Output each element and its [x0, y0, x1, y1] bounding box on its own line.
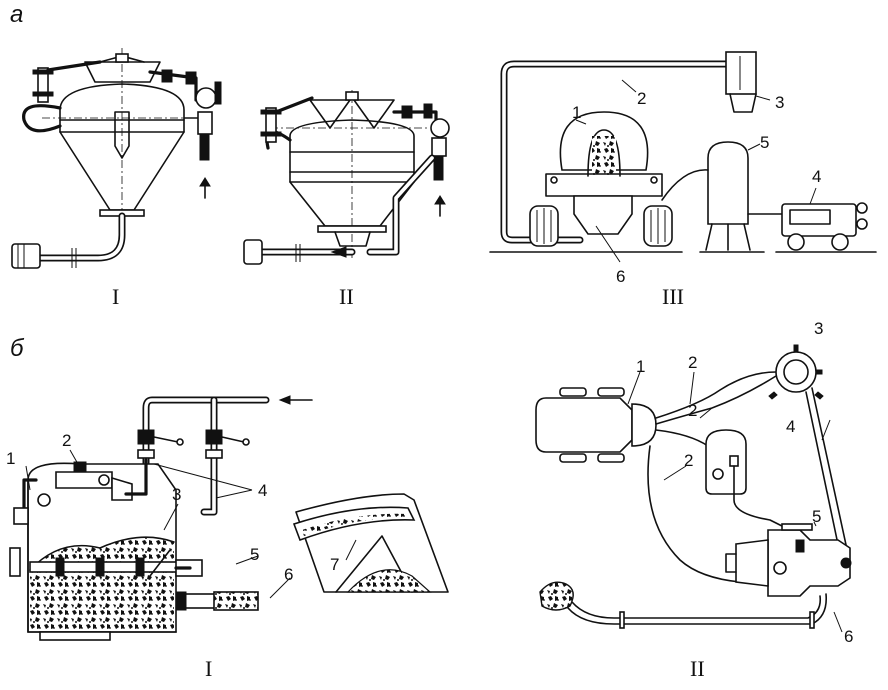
caption-a-II: II: [339, 284, 354, 309]
section-label-b: б: [10, 335, 25, 362]
wheel-right: [643, 205, 673, 247]
callout-bII-3: 3: [814, 319, 823, 338]
callout-bI-3: 3: [172, 485, 181, 504]
plan-layout-II: [535, 344, 852, 633]
caption-b-II: II: [690, 656, 705, 681]
callout-a-2: 2: [637, 89, 646, 108]
callout-bI-6: 6: [284, 565, 293, 584]
mixer-pump-I: [9, 395, 449, 641]
caption-a-I: I: [112, 284, 119, 309]
hopper-pump-II: [243, 90, 450, 265]
callout-bI-5: 5: [250, 545, 259, 564]
callout-bII-2c: 2: [684, 451, 693, 470]
callout-a-3: 3: [775, 93, 784, 112]
callout-a-6: 6: [616, 267, 625, 286]
callout-bII-2a: 2: [688, 353, 697, 372]
callout-a-5: 5: [760, 133, 769, 152]
hopper-pump-I: [11, 48, 222, 269]
caption-a-III: III: [662, 284, 684, 309]
caption-b-I: I: [205, 656, 212, 681]
callout-bI-4: 4: [258, 481, 267, 500]
callout-bII-4: 4: [786, 417, 795, 436]
callout-bI-7: 7: [330, 555, 339, 574]
mobile-installation-III: [489, 51, 877, 263]
callout-bII-2b: 2: [688, 401, 697, 420]
callout-bI-2: 2: [62, 431, 71, 450]
section-label-a: а: [10, 1, 23, 28]
callout-a-1: 1: [572, 103, 581, 122]
wheel-left: [529, 205, 559, 247]
callout-a-4: 4: [812, 167, 821, 186]
callout-bII-1: 1: [636, 357, 645, 376]
callout-bI-1: 1: [6, 449, 15, 468]
callout-bII-5: 5: [812, 507, 821, 526]
callout-bII-6: 6: [844, 627, 853, 646]
